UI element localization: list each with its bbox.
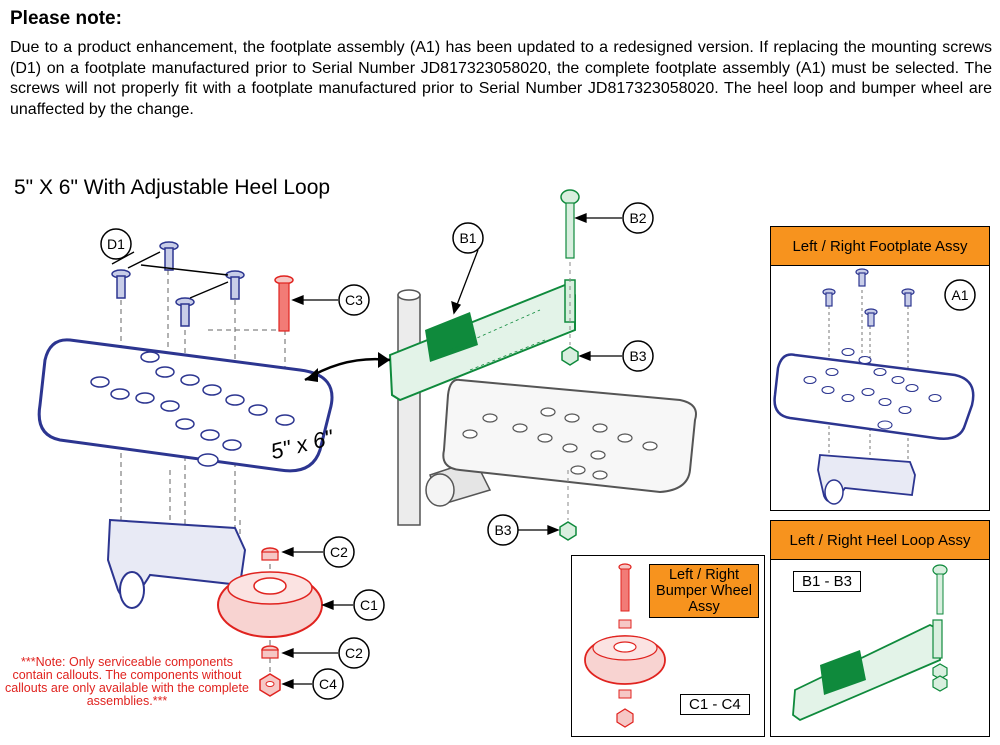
c1-bumper-wheel xyxy=(217,571,323,638)
heel-loop-assy-drawing xyxy=(792,564,948,722)
heel-loop-assy-title: Left / Right Heel Loop Assy xyxy=(770,520,990,560)
callout-d1: D1 xyxy=(107,236,125,252)
heel-loop-range-label: B1 - B3 xyxy=(793,571,862,592)
callout-d1-circle xyxy=(100,228,132,260)
callout-c4: C4 xyxy=(319,676,337,692)
c2-washer-bottom xyxy=(261,645,279,659)
left-clamp xyxy=(106,518,247,609)
d1-screws xyxy=(111,241,245,327)
d1-screw-4 xyxy=(175,297,195,327)
callout-c3-circle xyxy=(338,284,370,316)
callout-b2: B2 xyxy=(629,210,646,226)
callout-b2-circle xyxy=(622,202,654,234)
bumper-assy-box xyxy=(571,555,765,737)
footplate-assy-box xyxy=(770,226,990,511)
d1-arrows xyxy=(127,251,229,299)
note-body: Due to a product enhancement, the footpl… xyxy=(10,39,992,118)
callout-a1-circle xyxy=(944,279,976,311)
bumper-range-label: C1 - C4 xyxy=(680,694,750,715)
d1-screw-3 xyxy=(225,270,245,300)
callout-b3-bottom-circle xyxy=(487,514,519,546)
d1-screw-1 xyxy=(111,269,131,299)
callout-c4-circle xyxy=(312,668,344,700)
c3-screw xyxy=(274,275,294,332)
callout-c3: C3 xyxy=(345,292,363,308)
callout-b3-bottom: B3 xyxy=(494,522,511,538)
callout-a1: A1 xyxy=(951,287,968,303)
callout-c2-bottom: C2 xyxy=(345,645,363,661)
callout-b1-circle xyxy=(452,222,484,254)
b3-nut-top xyxy=(561,346,579,366)
bumper-assy-title: Left / Right Bumper Wheel Assy xyxy=(649,564,759,618)
callout-b1: B1 xyxy=(459,230,476,246)
bumper-wheel-assy-drawing xyxy=(584,563,666,728)
center-assembly xyxy=(397,289,697,526)
left-footplate xyxy=(37,338,334,473)
b3-nut-bottom xyxy=(559,470,577,541)
callout-leaders xyxy=(111,213,622,689)
c2-washer-top xyxy=(261,547,279,561)
callout-c2-bottom-circle xyxy=(338,637,370,669)
footplate-assy-title: Left / Right Footplate Assy xyxy=(770,226,990,266)
c4-nut xyxy=(259,673,281,697)
d1-screw-2 xyxy=(159,241,179,271)
callout-b3-top: B3 xyxy=(629,348,646,364)
b2-bolt xyxy=(560,189,580,345)
note-title: Please note: xyxy=(10,8,122,29)
callout-c1: C1 xyxy=(360,597,378,613)
figure-title: 5" X 6" With Adjustable Heel Loop xyxy=(14,176,331,199)
callout-c2-top-circle xyxy=(323,536,355,568)
disclaimer-note: ***Note: Only serviceable components con… xyxy=(5,655,249,708)
callout-c1-circle xyxy=(353,589,385,621)
footplate-assy-drawing xyxy=(773,268,975,505)
callout-b3-top-circle xyxy=(622,340,654,372)
callout-c2-top: C2 xyxy=(330,544,348,560)
